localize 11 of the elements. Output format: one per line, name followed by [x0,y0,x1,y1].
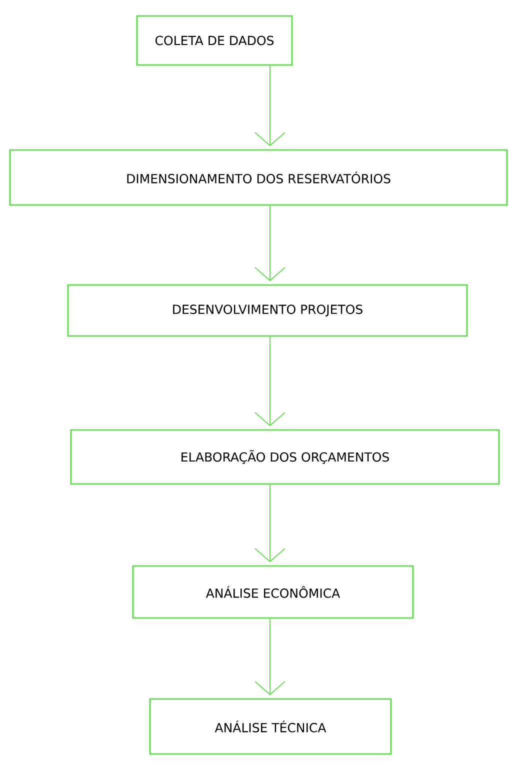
process-box: COLETA DE DADOS [136,15,293,66]
arrow [254,484,286,562]
process-box: ELABORAÇÃO DOS ORÇAMENTOS [70,429,500,485]
process-box: DIMENSIONAMENTO DOS RESERVATÓRIOS [9,149,508,206]
arrow [254,205,286,282]
arrow [254,65,286,146]
arrow [254,618,286,696]
arrow [254,336,286,426]
process-box: ANÁLISE ECONÔMICA [132,565,414,619]
process-box: DESENVOLVIMENTO PROJETOS [67,284,468,337]
process-box: ANÁLISE TÉCNICA [149,698,392,755]
